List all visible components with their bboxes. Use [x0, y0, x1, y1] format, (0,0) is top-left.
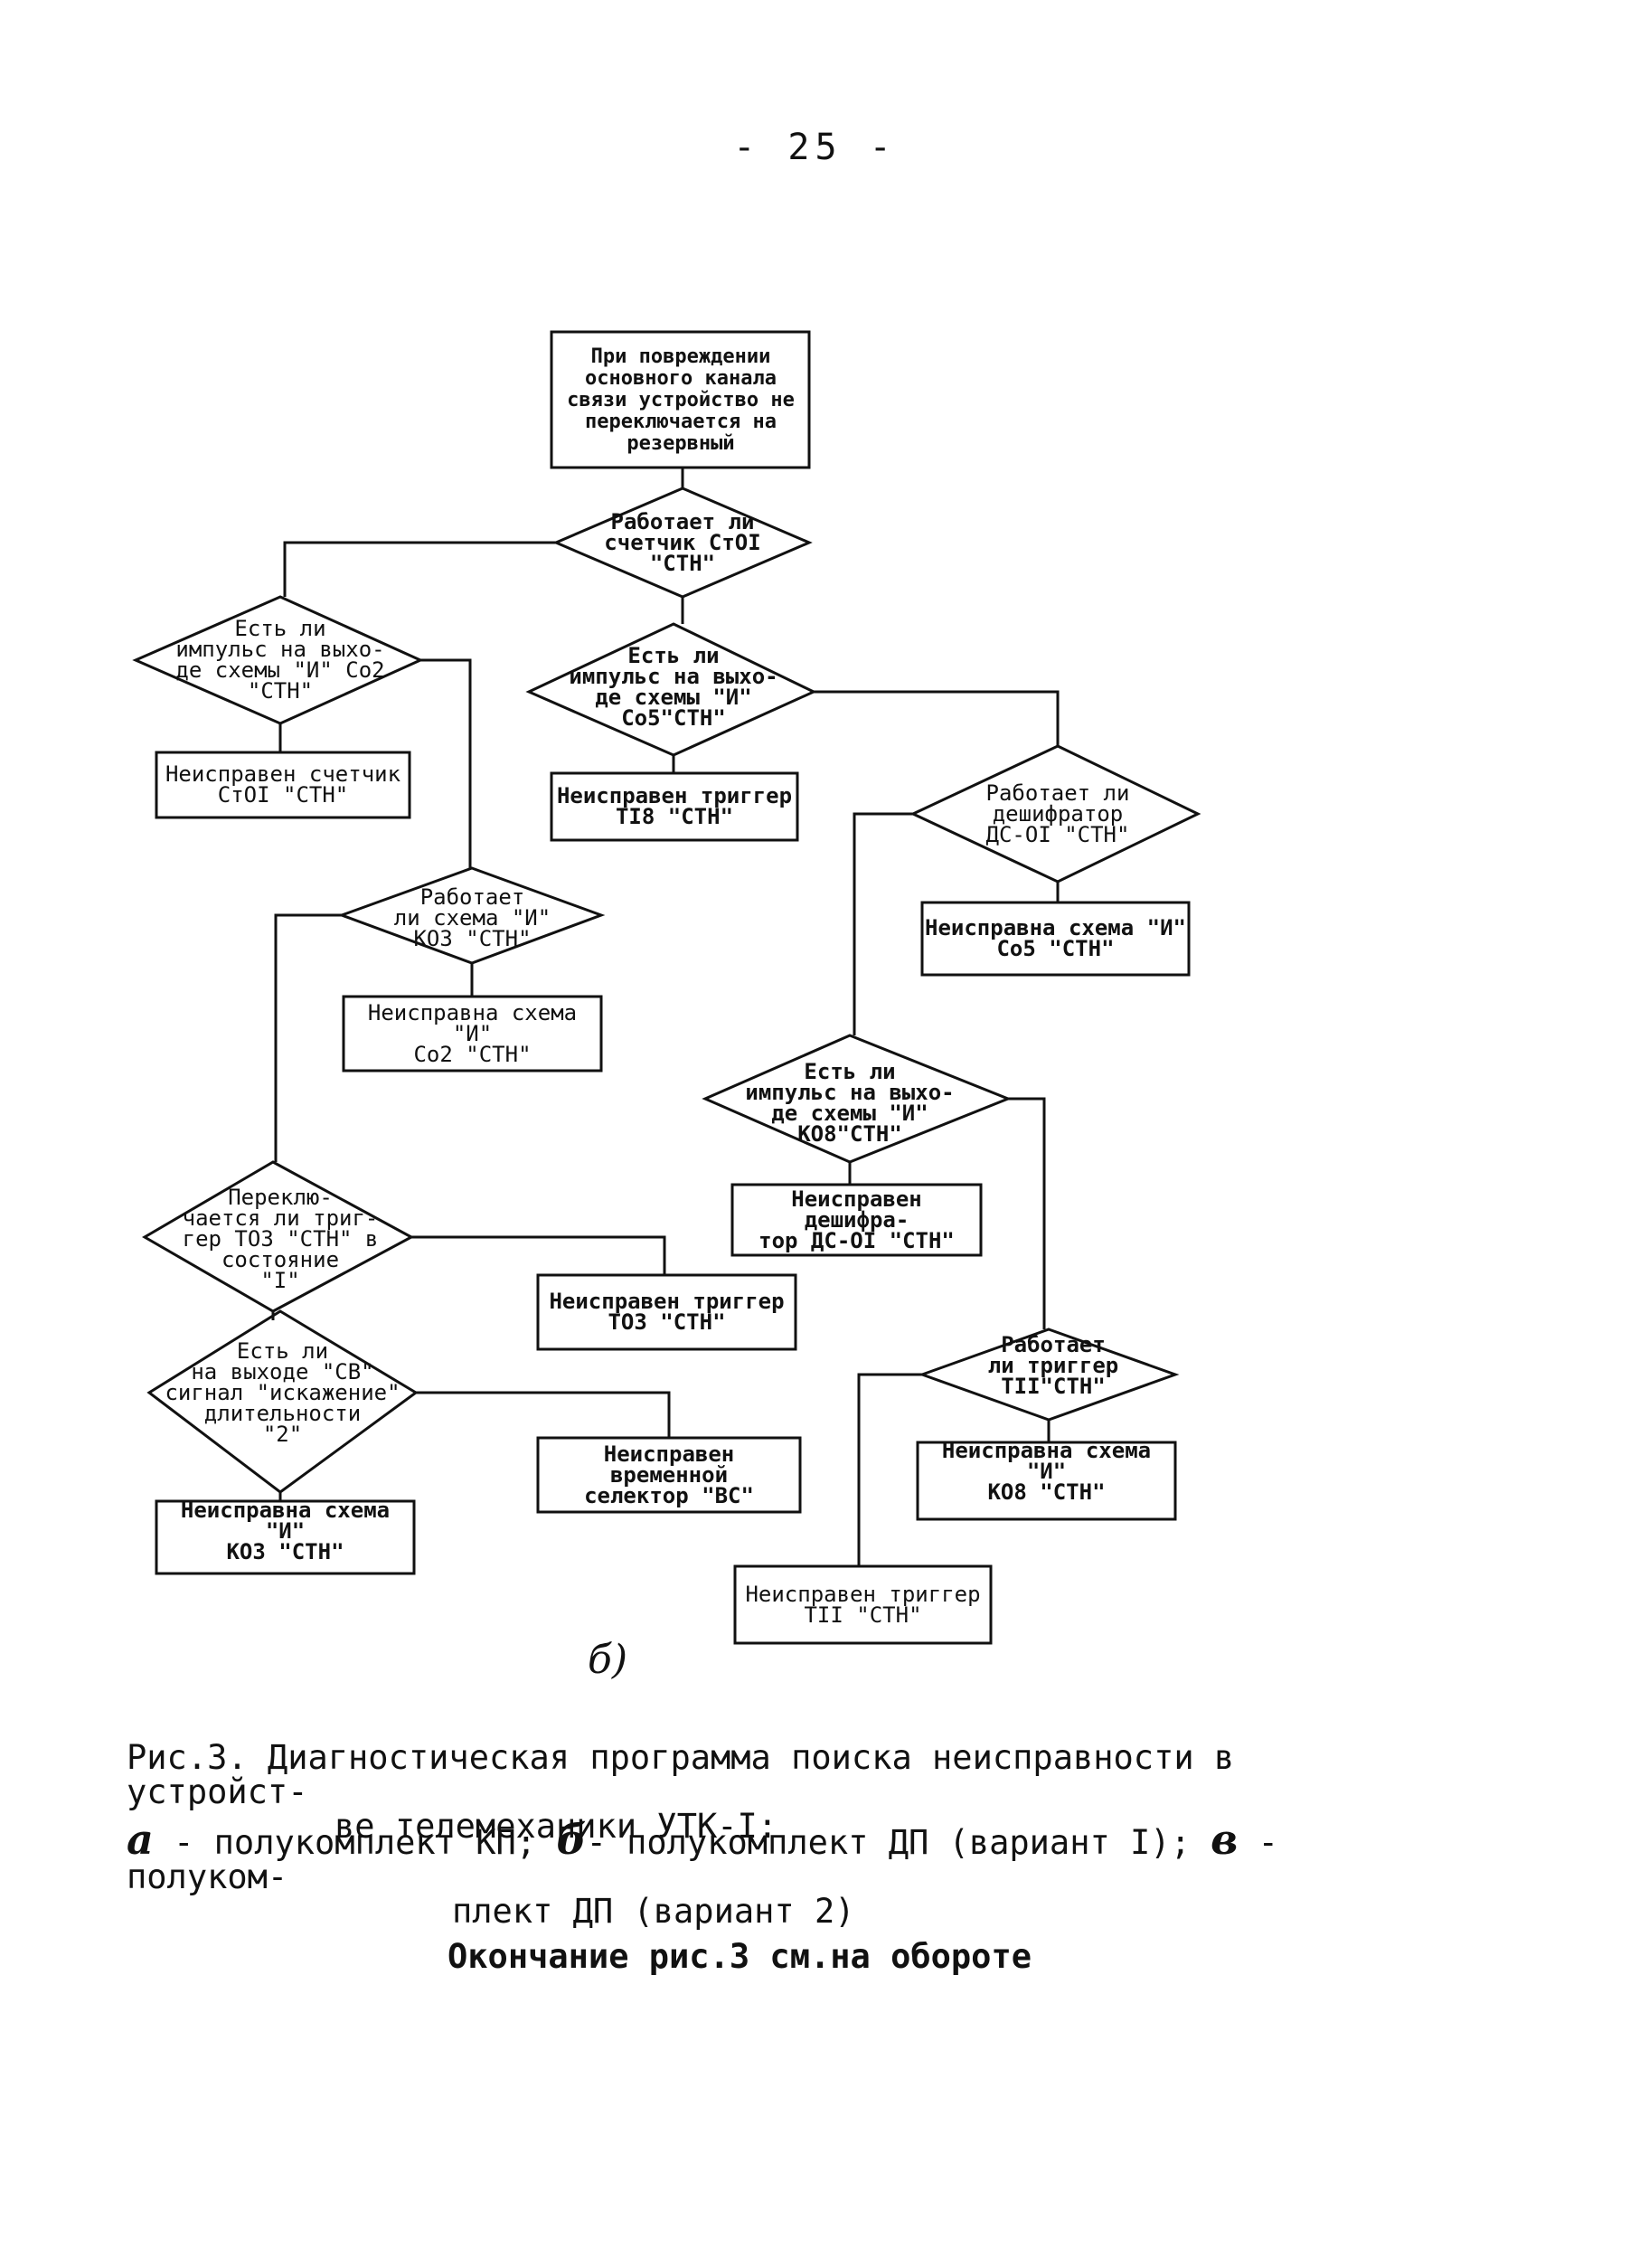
- signal-decision-text: Есть ли на выходе "СВ" сигнал "искажение…: [165, 1337, 400, 1447]
- figure-caption: Рис.3. Диагностическая программа поиска …: [127, 1741, 1392, 1844]
- co2-fault-text: Неисправна схема "И" Со2 "СТН": [367, 999, 578, 1067]
- caption-line-1: Рис.3. Диагностическая программа поиска …: [127, 1738, 1235, 1811]
- k08-fault-box: [916, 1441, 1177, 1521]
- counter-fault-text: Неисправен счетчик СтОI "СТН": [165, 761, 401, 808]
- caption-variants: а - полукомплект КП; б- полукомплект ДП …: [127, 1819, 1392, 1931]
- k08-fault-text: Неисправна схема "И" КО8 "СТН": [941, 1437, 1152, 1505]
- caption-part-a: - полукомплект КП;: [153, 1823, 557, 1862]
- trigger-t11-fault-box: [733, 1564, 993, 1645]
- start-box: [550, 330, 811, 469]
- page-number: - 25 -: [733, 127, 897, 168]
- impulse-co2-decision-text: Есть ли импульс на выхо- де схемы "И" Со…: [175, 616, 385, 704]
- decoder-fault-box: [730, 1183, 983, 1257]
- connector: [416, 1391, 671, 1438]
- selector-fault-text: Неисправен временной селектор "ВС": [584, 1441, 754, 1508]
- decoder-fault-text: Неисправен дешифра- тор ДС-ОI "СТН": [758, 1186, 955, 1253]
- trigger-t11-fault-text: Неисправен триггер ТII "СТН": [745, 1581, 981, 1628]
- k03-decision-text: Работает ли схема "И" КО3 "СТН": [393, 884, 551, 951]
- mark-v: в: [1211, 1815, 1239, 1864]
- connector: [283, 541, 556, 597]
- counter-fault-box: [155, 751, 411, 819]
- t11-decision-text: Работает ли триггер ТII"СТН": [987, 1331, 1119, 1399]
- connector: [857, 1373, 922, 1566]
- subfigure-label: б): [588, 1637, 628, 1683]
- caption-part-v: - полуком-: [127, 1823, 1278, 1896]
- k03-fault-text: Неисправна схема "И" КО3 "СТН": [180, 1497, 391, 1564]
- connector: [1008, 1097, 1046, 1329]
- caption-line-3: а - полукомплект КП; б- полукомплект ДП …: [127, 1819, 1392, 1896]
- trigger-t03-fault-box: [536, 1273, 797, 1351]
- connector: [420, 658, 472, 868]
- caption-footer: Окончание рис.3 см.на обороте: [448, 1937, 1032, 1976]
- connector: [274, 913, 342, 1162]
- connector: [853, 812, 913, 1035]
- trigger-t03-fault-text: Неисправен триггер ТО3 "СТН": [549, 1289, 785, 1335]
- connector: [814, 690, 1060, 746]
- k03-fault-box: [155, 1499, 416, 1575]
- decoder-decision-text: Работает ли дешифратор ДС-ОI "СТН": [985, 780, 1130, 847]
- counter-decision-text: Работает ли счетчик СтОI "СТН": [604, 508, 761, 576]
- t03-decision-text: Переклю- чается ли триг- гер ТО3 "СТН" в…: [182, 1184, 379, 1293]
- impulse-k08-decision-text: Есть ли импульс на выхо- де схемы "И" КО…: [745, 1059, 955, 1147]
- trigger-t18-fault-text: Неисправен триггер ТI8 "СТН": [556, 783, 793, 829]
- caption-line-2: ве телемеханики УТК-I:: [334, 1807, 778, 1846]
- co5-fault-text: Неисправна схема "И" Со5 "СТН": [925, 915, 1186, 961]
- caption-line-4: плект ДП (вариант 2): [452, 1892, 855, 1931]
- mark-b: б: [556, 1815, 587, 1864]
- impulse-co5-decision-text: Есть ли импульс на выхо- де схемы "И" Со…: [569, 643, 778, 731]
- connector: [411, 1235, 666, 1275]
- mark-a: а: [127, 1815, 154, 1864]
- caption-part-b: - полукомплект ДП (вариант I);: [586, 1823, 1211, 1862]
- start-text: При повреждении основного канала связи у…: [567, 345, 795, 455]
- co5-fault-box: [920, 901, 1191, 977]
